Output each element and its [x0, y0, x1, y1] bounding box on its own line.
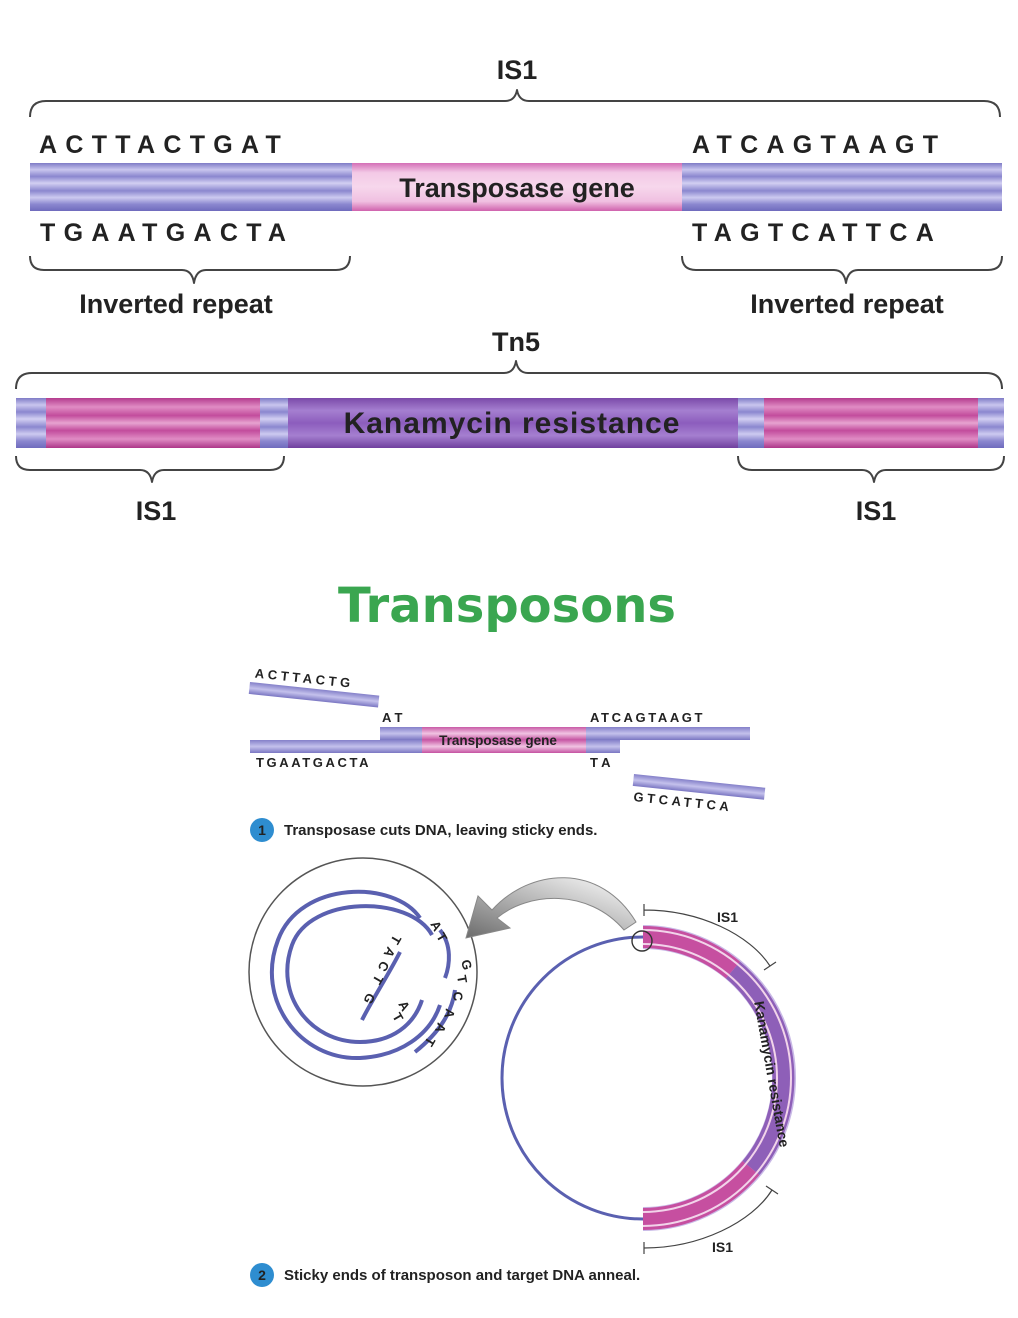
is1-panel: IS1 ACTTACTGAT ATCAGTAAGT Transposase ge…	[29, 55, 1003, 319]
step2-number: 2	[258, 1267, 266, 1283]
right-bottom-sequence: TAGTCATTCA	[692, 219, 942, 247]
step1-left-fragment: ACTTACTG	[248, 666, 380, 708]
tn5-brace	[15, 360, 1003, 390]
step2-caption: Sticky ends of transposon and target DNA…	[284, 1267, 640, 1284]
transposase-gene-dna	[352, 163, 682, 211]
left-top-sequence: ACTTACTGAT	[39, 131, 289, 159]
step1-at-label: A T	[382, 710, 403, 725]
left-bottom-sequence: TGAATGACTA	[40, 219, 294, 247]
zoom-letter-c3: C	[450, 991, 466, 1002]
step2-panel: A T T A C T G G T C A A T A T	[248, 857, 797, 1287]
step2-number-badge	[250, 1263, 274, 1287]
left-inverted-repeat-dna	[30, 163, 352, 211]
kanamycin-resistance-label: Kanamycin resistance	[344, 407, 681, 440]
kanamycin-resistance-dna	[288, 398, 738, 448]
is1-title: IS1	[497, 55, 538, 85]
is1-top-bracket	[643, 904, 777, 971]
right-inverted-repeat-dna	[682, 163, 1002, 211]
step1-ta-label: T A	[590, 755, 611, 770]
tn5-right-inner-repeat	[738, 398, 764, 448]
zoom-letter-c2: T	[454, 974, 470, 984]
plasmid-is1-top-label: IS1	[717, 909, 738, 925]
tn5-left-is1-body	[46, 398, 260, 448]
is1-brace	[29, 89, 1001, 118]
step1-caption: Transposase cuts DNA, leaving sticky end…	[284, 822, 597, 839]
step1-bottom-strand-gene	[422, 740, 586, 753]
is1-bottom-bracket	[643, 1185, 779, 1254]
zoom-letter-c4: A	[441, 1007, 458, 1019]
anneal-site-marker	[631, 930, 653, 952]
tn5-right-is1-label: IS1	[856, 496, 897, 526]
step1-number: 1	[258, 822, 266, 838]
tn5-right-is1-body	[764, 398, 978, 448]
transposase-gene-label: Transposase gene	[399, 173, 635, 203]
tn5-left-inner-repeat	[260, 398, 288, 448]
right-top-sequence: ATCAGTAAGT	[692, 131, 946, 159]
tn5-right-is1-brace	[737, 455, 1005, 483]
right-repeat-brace	[681, 255, 1003, 284]
left-inverted-repeat-label: Inverted repeat	[79, 289, 273, 319]
step1-right-fragment: GTCATTCA	[632, 774, 766, 814]
left-repeat-brace	[29, 255, 351, 284]
tn5-left-end-repeat	[16, 398, 46, 448]
transposon-insert	[642, 925, 797, 1231]
step1-top-strand-left	[380, 727, 422, 740]
step1-top-strand-gene	[422, 727, 586, 740]
tn5-right-end-repeat	[978, 398, 1004, 448]
page-title: Transposons	[338, 578, 676, 634]
step1-top-strand-right	[586, 727, 750, 740]
step1-bottom-strand-right	[586, 740, 620, 753]
right-inverted-repeat-label: Inverted repeat	[750, 289, 944, 319]
tn5-left-is1-label: IS1	[136, 496, 177, 526]
plasmid-is1-bottom-label: IS1	[712, 1239, 733, 1255]
step1-panel: ACTTACTG A T ATCAGTAAGT Transposase gene…	[248, 666, 766, 842]
zoom-arrow-icon	[465, 877, 637, 939]
zoom-letter-c1: G	[458, 958, 475, 972]
step1-gene-label: Transposase gene	[439, 733, 557, 748]
tn5-title: Tn5	[492, 327, 540, 357]
zoom-dna-strands	[269, 889, 457, 1061]
step1-number-badge	[250, 818, 274, 842]
step1-right-top-seq: ATCAGTAAGT	[590, 710, 705, 725]
step1-bottom-left-seq: TGAATGACTA	[256, 755, 371, 770]
tn5-panel: Tn5 Kanamycin resistance IS1 IS1	[15, 327, 1005, 526]
tn5-left-is1-brace	[15, 455, 285, 483]
step1-bottom-strand-left	[250, 740, 422, 753]
